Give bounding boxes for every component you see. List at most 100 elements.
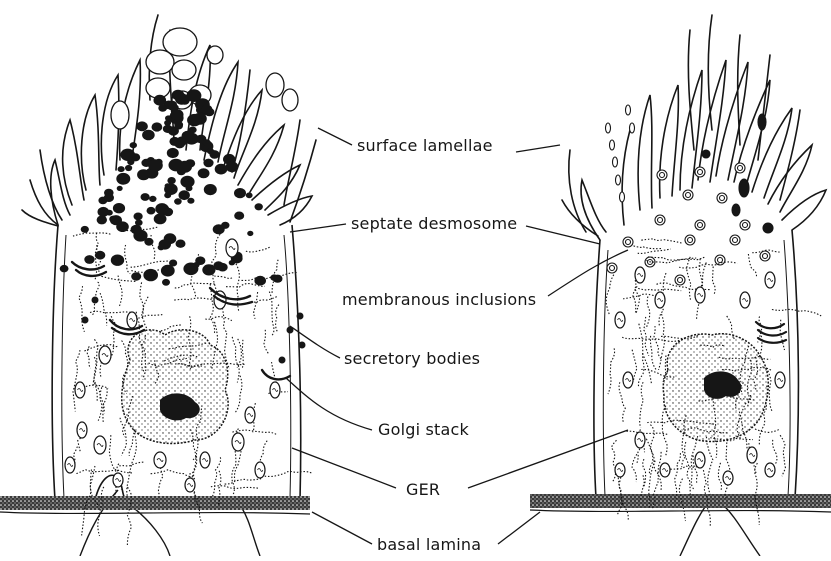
secretory-granule <box>170 104 179 111</box>
secretory-granule <box>167 148 179 158</box>
leader-ger-left <box>292 448 396 488</box>
mitochondrion <box>200 452 210 468</box>
ger-cisterna <box>109 435 116 500</box>
ger-cisterna <box>640 382 644 427</box>
secretory-granule <box>167 177 175 184</box>
secretory-granule <box>164 192 171 198</box>
mitochondrion <box>154 452 166 468</box>
secretory-granule <box>60 265 69 272</box>
secretory-granule <box>113 203 125 213</box>
leader-secretory-bodies <box>290 326 340 358</box>
mitochondrion <box>77 422 87 438</box>
secretory-granule <box>182 131 194 141</box>
secretory-granule <box>215 164 228 175</box>
ger-cisterna <box>103 388 107 422</box>
ger-cisterna <box>646 297 650 329</box>
ger-cisterna <box>158 464 163 494</box>
secretory-granule <box>147 207 156 215</box>
ger-cisterna <box>262 471 313 476</box>
secretory-granule <box>213 224 225 234</box>
secretory-granule <box>179 190 190 200</box>
secretory-granule <box>279 357 286 364</box>
ger-cisterna <box>214 276 232 278</box>
ger-cisterna <box>79 286 85 332</box>
ger-cisterna <box>780 435 785 476</box>
ger-cisterna <box>98 387 102 420</box>
secretory-granule <box>125 165 132 171</box>
mitochondrion <box>94 436 106 454</box>
ger-cisterna <box>718 463 721 491</box>
leader-basal-lamina-left <box>312 512 372 544</box>
ger-cisterna <box>648 257 706 261</box>
mitochondrion <box>765 272 775 288</box>
leader-surface-lamellae-left <box>318 128 352 145</box>
ger-cisterna <box>237 339 241 368</box>
ger-cisterna <box>725 439 730 498</box>
membranous-inclusion-core <box>763 254 768 259</box>
secretory-granule <box>229 260 235 265</box>
ger-cisterna <box>242 272 298 280</box>
label-secretory-bodies: secretory bodies <box>344 349 480 368</box>
membranous-inclusion-core <box>660 173 665 178</box>
ger-cisterna <box>622 337 685 341</box>
label-membranous-inclusions: membranous inclusions <box>342 290 536 309</box>
ger-cisterna <box>161 325 181 331</box>
ger-cisterna <box>748 254 756 277</box>
ger-cisterna <box>638 288 681 290</box>
mitochondrion <box>635 267 645 283</box>
mitochondrion <box>113 473 123 487</box>
right-membranous-inclusions <box>607 114 773 285</box>
ger-cisterna <box>73 233 111 236</box>
ger-cisterna <box>685 442 691 498</box>
ger-cisterna <box>151 470 193 477</box>
mitochondrion <box>695 287 705 303</box>
secretory-granule <box>95 251 105 260</box>
secretory-granule <box>174 198 182 204</box>
ger-cisterna <box>211 486 259 489</box>
ger-cisterna <box>100 293 107 326</box>
leader-lines <box>286 128 628 544</box>
secretory-granule <box>234 188 246 198</box>
leader-basal-lamina-right <box>498 512 540 544</box>
ger-cisterna <box>687 257 692 300</box>
ger-cisterna <box>120 418 126 456</box>
secretory-granule <box>137 169 150 180</box>
ger-cisterna <box>151 235 155 259</box>
mitochondrion <box>695 452 705 468</box>
mitochondrion <box>740 292 750 308</box>
ger-cisterna <box>654 326 662 359</box>
mitochondrion <box>245 407 255 423</box>
membranous-inclusion-core <box>698 223 703 228</box>
ger-cisterna <box>90 311 134 313</box>
secretory-granule <box>246 192 253 198</box>
dark-secretory-body <box>739 179 749 197</box>
ger-cisterna <box>276 305 279 332</box>
left-nucleus <box>122 330 228 444</box>
secretory-granule <box>177 168 186 176</box>
mitochondrion <box>747 447 757 463</box>
label-ger: GER <box>406 480 440 499</box>
membranous-inclusion-core <box>733 238 738 243</box>
mitochondrion <box>185 478 195 492</box>
secretory-granule <box>111 255 124 266</box>
ger-cisterna <box>699 259 702 288</box>
ger-cisterna <box>641 239 681 243</box>
ger-cisterna <box>638 324 644 387</box>
ger-cisterna <box>125 245 131 274</box>
secretory-granule <box>104 193 114 202</box>
ger-cisterna <box>235 376 242 413</box>
secretory-granule <box>163 208 173 217</box>
ger-cisterna <box>131 260 170 268</box>
secretory-granule <box>130 142 137 148</box>
ger-cisterna <box>232 337 239 383</box>
secretory-granule <box>255 203 263 210</box>
ger-cisterna <box>755 429 780 432</box>
ger-cisterna <box>97 245 101 275</box>
secretory-granule <box>174 139 185 148</box>
membranous-inclusion-core <box>698 170 703 175</box>
membranous-inclusion-core <box>626 240 631 245</box>
secretory-granule <box>154 214 167 225</box>
leader-septate-desmosome-right <box>526 226 600 244</box>
membranous-inclusion-core <box>738 166 743 171</box>
